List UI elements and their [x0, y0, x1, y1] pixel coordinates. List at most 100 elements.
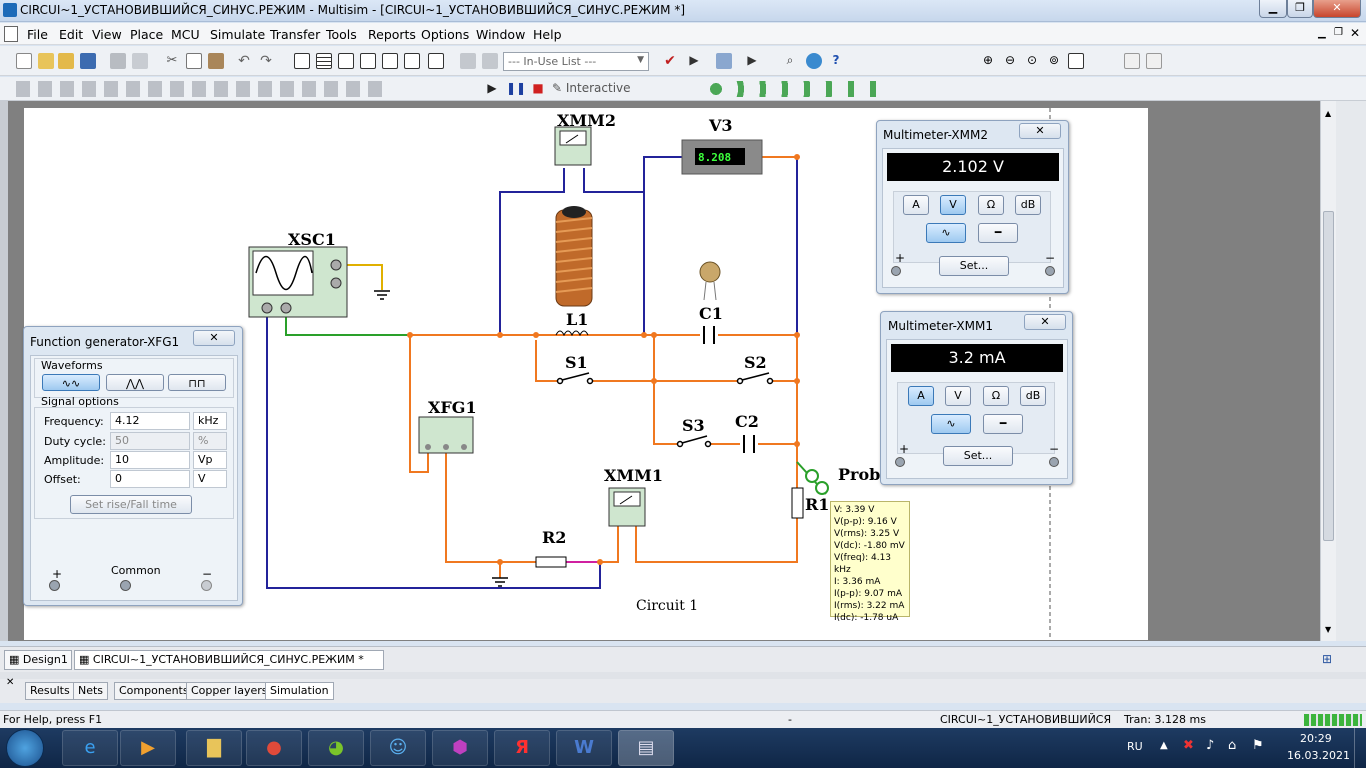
- xmm1-plus-terminal[interactable]: [895, 457, 905, 467]
- menu-place[interactable]: Place: [130, 27, 164, 42]
- taskbar-yandex[interactable]: Я: [494, 730, 550, 766]
- globe-icon[interactable]: [806, 53, 822, 69]
- offset-unit[interactable]: V: [193, 470, 227, 488]
- xmm2-volts-button[interactable]: V: [940, 195, 966, 215]
- menu-mcu[interactable]: MCU: [171, 27, 200, 42]
- open-file-icon[interactable]: [58, 53, 74, 69]
- amplitude-unit[interactable]: Vp: [193, 451, 227, 469]
- tab-results[interactable]: Results: [25, 682, 75, 700]
- zoom-in-icon[interactable]: ⊕: [982, 53, 994, 67]
- tab-nets[interactable]: Nets: [73, 682, 109, 700]
- oscilloscope-xsc1[interactable]: [248, 246, 348, 318]
- close-button[interactable]: ✕: [1313, 0, 1361, 18]
- menu-edit[interactable]: Edit: [59, 27, 84, 42]
- paste-icon[interactable]: [208, 53, 224, 69]
- taskbar-explorer[interactable]: ▇: [186, 730, 242, 766]
- tray-expand-icon[interactable]: ▲: [1160, 740, 1168, 751]
- design-toolbox-icon[interactable]: [294, 53, 310, 69]
- tab-design1[interactable]: ▦ Design1: [4, 650, 72, 670]
- probe-icons-strip[interactable]: [708, 81, 878, 97]
- spreadsheet-icon[interactable]: [316, 53, 332, 69]
- maximize-button[interactable]: ❐: [1287, 0, 1313, 18]
- square-waveform-button[interactable]: ⊓⊓: [168, 374, 226, 391]
- xmm1-db-button[interactable]: dB: [1020, 386, 1046, 406]
- component-icons-strip[interactable]: [16, 81, 386, 97]
- function-generator-xfg1-symbol[interactable]: [418, 416, 474, 454]
- amplitude-input[interactable]: 10: [110, 451, 190, 469]
- open-folder-icon[interactable]: [38, 53, 54, 69]
- menu-view[interactable]: View: [92, 27, 122, 42]
- menu-window[interactable]: Window: [476, 27, 526, 42]
- taskbar-chrome[interactable]: ●: [246, 730, 302, 766]
- multimeter-xmm2-symbol[interactable]: [554, 126, 592, 166]
- taskbar-multisim[interactable]: ▤: [618, 730, 674, 766]
- frequency-unit[interactable]: kHz: [193, 412, 227, 430]
- list-view-icon[interactable]: [1146, 53, 1162, 69]
- database-icon[interactable]: [360, 53, 376, 69]
- tray-language[interactable]: RU: [1127, 740, 1143, 753]
- mdi-minimize-icon[interactable]: ▁: [1318, 28, 1326, 39]
- mdi-restore-icon[interactable]: ❐: [1334, 27, 1343, 38]
- xmm2-minus-terminal[interactable]: [1045, 266, 1055, 276]
- xmm2-ohms-button[interactable]: Ω: [978, 195, 1004, 215]
- fullscreen-icon[interactable]: [1068, 53, 1084, 69]
- back-annotate-icon[interactable]: [460, 53, 476, 69]
- voltmeter-v3[interactable]: [681, 139, 763, 175]
- export-icon[interactable]: ▶: [689, 53, 699, 67]
- duty-cycle-input[interactable]: 50: [110, 432, 190, 450]
- help-icon[interactable]: ?: [832, 53, 840, 67]
- tray-volume-icon[interactable]: ♪: [1206, 738, 1215, 753]
- switch-s1[interactable]: [556, 372, 594, 385]
- xmm2-ac-button[interactable]: ∿: [926, 223, 966, 243]
- vertical-scrollbar[interactable]: ▲ ▼: [1320, 101, 1336, 641]
- xmm1-minus-terminal[interactable]: [1049, 457, 1059, 467]
- redo-icon[interactable]: ↷: [260, 53, 272, 69]
- tab-circuit[interactable]: ▦ CIRCUI~1_УСТАНОВИВШИЙСЯ_СИНУС.РЕЖИМ *: [74, 650, 384, 670]
- xmm1-ac-button[interactable]: ∿: [931, 414, 971, 434]
- xmm2-amps-button[interactable]: A: [903, 195, 929, 215]
- component-wizard-icon[interactable]: [382, 53, 398, 69]
- menu-transfer[interactable]: Transfer: [270, 27, 321, 42]
- taskbar-people[interactable]: ☺: [370, 730, 426, 766]
- xmm2-set-button[interactable]: Set...: [939, 256, 1009, 276]
- probe-symbol[interactable]: [796, 461, 829, 495]
- switch-s2[interactable]: [736, 372, 774, 385]
- frequency-input[interactable]: 4.12: [110, 412, 190, 430]
- resistor-r1[interactable]: [791, 487, 804, 519]
- xmm1-dc-button[interactable]: ━: [983, 414, 1023, 434]
- taskbar-media[interactable]: ▶: [120, 730, 176, 766]
- xmm1-ohms-button[interactable]: Ω: [983, 386, 1009, 406]
- tab-simulation[interactable]: Simulation: [265, 682, 334, 700]
- scroll-down-icon[interactable]: ▼: [1325, 625, 1332, 634]
- menu-simulate[interactable]: Simulate: [210, 27, 266, 42]
- resistor-r2[interactable]: [535, 556, 567, 568]
- forward-icon[interactable]: ▶: [747, 53, 757, 67]
- xmm2-dc-button[interactable]: ━: [978, 223, 1018, 243]
- print-icon[interactable]: [110, 53, 126, 69]
- triangle-waveform-button[interactable]: ⋀⋀: [106, 374, 164, 391]
- zoom-area-icon[interactable]: ⊙: [1026, 53, 1038, 67]
- undo-icon[interactable]: ↶: [238, 53, 250, 69]
- switch-s3[interactable]: [676, 435, 712, 448]
- zoom-out-icon[interactable]: ⊖: [1004, 53, 1016, 67]
- menu-reports[interactable]: Reports: [368, 27, 416, 42]
- tray-device-icon[interactable]: ⌂: [1228, 738, 1237, 753]
- tray-network-icon[interactable]: ✖: [1183, 738, 1194, 753]
- tab-components[interactable]: Components: [114, 682, 194, 700]
- start-button[interactable]: [6, 729, 44, 767]
- multimeter-xmm2-panel[interactable]: Multimeter-XMM2 ✕ 2.102 V A V Ω dB ∿ ━ +…: [876, 120, 1069, 294]
- xmm1-set-button[interactable]: Set...: [943, 446, 1013, 466]
- xmm1-amps-button[interactable]: A: [908, 386, 934, 406]
- taskbar-app-gem[interactable]: ⬢: [432, 730, 488, 766]
- transfer-icon[interactable]: [716, 53, 732, 69]
- sine-waveform-button[interactable]: ∿∿: [42, 374, 100, 391]
- find-icon[interactable]: ⌕: [786, 53, 794, 67]
- forward-annotate-icon[interactable]: [482, 53, 498, 69]
- tray-date[interactable]: 16.03.2021: [1287, 749, 1350, 762]
- scrollbar-thumb[interactable]: [1323, 211, 1334, 541]
- menu-tools[interactable]: Tools: [326, 27, 357, 42]
- multimeter-xmm1-close-button[interactable]: ✕: [1024, 314, 1066, 330]
- stop-icon[interactable]: ■: [532, 81, 544, 95]
- xmm2-plus-terminal[interactable]: [891, 266, 901, 276]
